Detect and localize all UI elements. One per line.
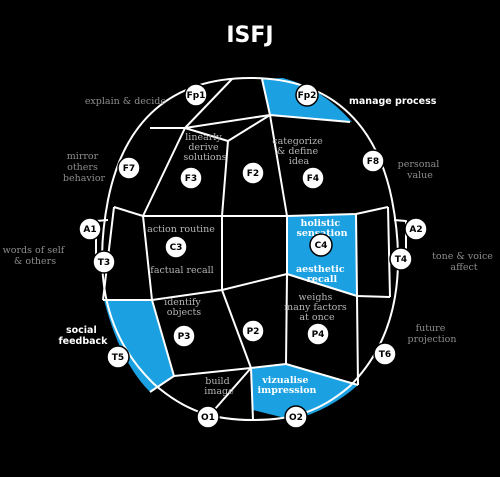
svg-text:Fp1: Fp1 <box>187 91 206 101</box>
node-p4: P4 <box>306 322 330 346</box>
node-fp2: Fp2 <box>295 83 319 107</box>
line-f3-left <box>142 127 186 377</box>
node-c3: C3 <box>164 235 188 259</box>
svg-text:F8: F8 <box>367 157 379 167</box>
svg-text:T4: T4 <box>395 255 407 265</box>
node-t6: T6 <box>373 342 397 366</box>
svg-text:Fp2: Fp2 <box>298 91 317 101</box>
outer-labels: explain & decide manage process mirror o… <box>3 96 496 347</box>
svg-text:C4: C4 <box>315 241 328 251</box>
label-explain: explain & decide <box>85 96 167 107</box>
svg-text:T3: T3 <box>98 258 110 268</box>
label-identify: identify objects <box>164 297 204 318</box>
node-f8: F8 <box>361 149 385 173</box>
svg-text:P4: P4 <box>312 330 325 340</box>
label-social: social feedback <box>59 325 109 347</box>
node-f4: F4 <box>301 166 325 190</box>
line-fp2-vertical <box>261 78 271 116</box>
node-c4: C4 <box>309 233 333 257</box>
label-aesthetic: aesthetic recall <box>296 264 348 285</box>
node-fp1: Fp1 <box>184 83 208 107</box>
svg-text:T5: T5 <box>112 353 124 363</box>
svg-text:A1: A1 <box>83 225 96 235</box>
head-partitions <box>95 77 407 421</box>
line-f2-top <box>184 114 271 142</box>
label-factual: factual recall <box>150 265 213 276</box>
diagram-title: ISFJ <box>226 23 273 48</box>
svg-text:F2: F2 <box>247 169 259 179</box>
node-p2: P2 <box>241 319 265 343</box>
node-t3: T3 <box>92 250 116 274</box>
line-f-horizontal <box>113 206 389 217</box>
svg-text:P2: P2 <box>247 327 260 337</box>
label-words: words of self & others <box>3 245 68 267</box>
node-f2: F2 <box>241 161 265 185</box>
line-f4-left <box>269 114 288 365</box>
node-f3: F3 <box>179 166 203 190</box>
label-vizualise: vizualise impression <box>258 375 317 396</box>
svg-text:O2: O2 <box>289 413 303 423</box>
node-o1: O1 <box>196 405 220 429</box>
line-p-horizontal <box>103 273 391 301</box>
line-f2-left <box>221 140 254 421</box>
node-o2: O2 <box>284 405 308 429</box>
svg-text:A2: A2 <box>409 225 422 235</box>
line-fp-horizontal <box>150 114 351 129</box>
node-t5: T5 <box>106 345 130 369</box>
svg-text:P3: P3 <box>178 332 191 342</box>
region-t5-active <box>104 300 174 392</box>
node-a2: A2 <box>404 217 428 241</box>
electrode-nodes: Fp1 Fp2 F7 F8 F3 F2 F4 A1 A2 T3 T4 C3 C4… <box>78 83 428 429</box>
svg-text:F4: F4 <box>307 174 319 184</box>
label-linearly: linearly derive solutions <box>183 132 226 163</box>
svg-text:T6: T6 <box>379 350 391 360</box>
label-build: build image <box>204 376 234 397</box>
line-p4-right <box>355 213 359 386</box>
inner-labels: linearly derive solutions categorize & d… <box>147 132 350 397</box>
line-fp1-vertical <box>184 78 233 129</box>
label-personal: personal value <box>398 159 443 181</box>
node-t4: T4 <box>389 247 413 271</box>
svg-text:C3: C3 <box>170 243 183 253</box>
label-mirror: mirror others behavior <box>63 151 106 184</box>
node-p3: P3 <box>172 324 196 348</box>
node-f7: F7 <box>117 156 141 180</box>
line-t4-right <box>387 206 391 298</box>
label-future: future projection <box>408 323 457 345</box>
svg-text:F7: F7 <box>123 164 135 174</box>
label-manage: manage process <box>349 96 437 107</box>
label-weighs: weighs many factors at once <box>284 292 350 323</box>
label-categorize: categorize & define idea <box>272 136 325 167</box>
node-a1: A1 <box>78 217 102 241</box>
svg-text:O1: O1 <box>201 413 215 423</box>
label-action: action routine <box>147 224 215 235</box>
label-tone: tone & voice affect <box>432 251 496 273</box>
svg-text:F3: F3 <box>185 174 197 184</box>
